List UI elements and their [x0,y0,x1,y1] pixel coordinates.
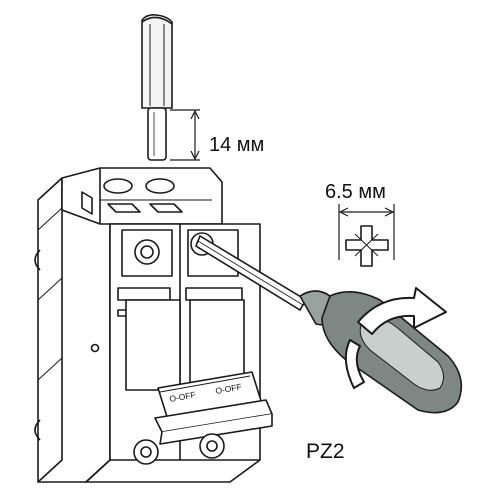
circuit-breaker-icon [34,167,273,483]
stripped-wire-icon [141,14,173,161]
screwdriver-type-label: PZ2 [306,440,345,463]
switch-right-label: O-OFF [215,382,243,396]
tip-width-dimension [338,204,395,260]
screwdriver-icon [195,234,463,414]
pozidriv-tip-icon [345,225,389,267]
tip-width-label: 6.5 мм [325,181,386,203]
strip-length-dimension [170,109,200,161]
clockwise-arrow-icon [344,287,447,389]
strip-length-label: 14 мм [209,134,264,156]
switch-left-label: O-OFF [169,390,197,404]
